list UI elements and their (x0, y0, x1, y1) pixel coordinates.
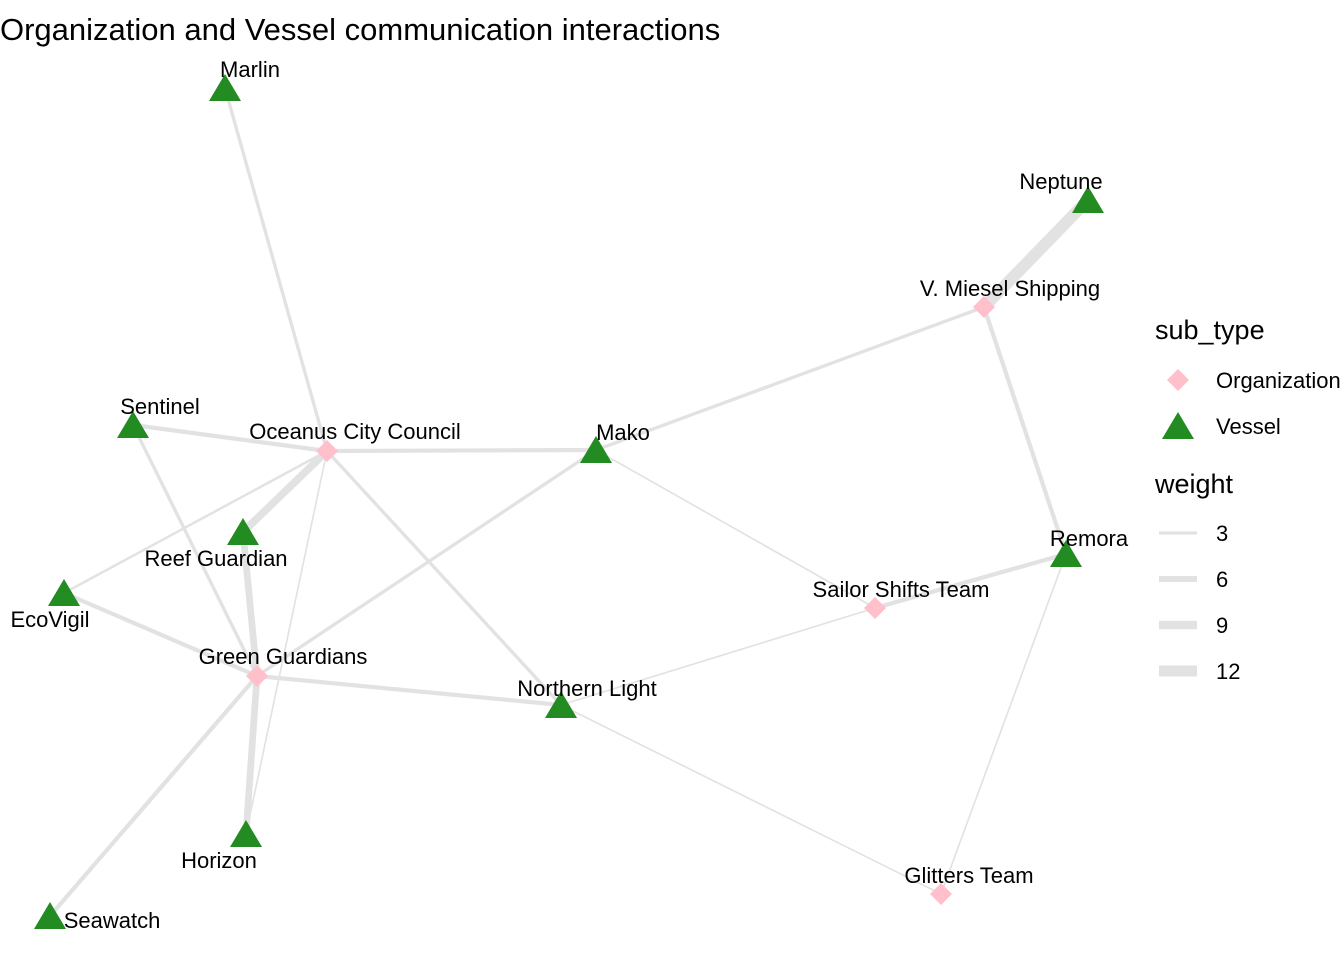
organization-diamond-icon-v_miesel (973, 296, 995, 318)
edge-sentinel-green (131, 424, 259, 677)
legend-triangle-icon (1162, 412, 1194, 439)
edge-green-seawatch (48, 674, 259, 918)
edge-oceanus-northern (325, 449, 563, 707)
legend-weight-items: 3 6 9 12 (1159, 521, 1240, 684)
edge-reef-green (239, 531, 261, 677)
vessel-triangle-icon-neptune (1072, 186, 1104, 213)
node-label-northern-light: Northern Light (517, 676, 656, 701)
node-label-mako: Mako (596, 420, 650, 445)
node-label-neptune: Neptune (1019, 169, 1102, 194)
legend-weight-label-6: 6 (1216, 567, 1228, 592)
node-label-reef-guardian: Reef Guardian (144, 546, 287, 571)
vessel-triangle-icon-reef (227, 518, 259, 545)
edge-oceanus-horizon (245, 450, 328, 835)
legend-weight-label-9: 9 (1216, 613, 1228, 638)
node-label-sailor-shifts-team: Sailor Shifts Team (813, 577, 990, 602)
node-label-seawatch: Seawatch (64, 908, 161, 933)
edge-remora-glitters (940, 553, 1067, 895)
legend-diamond-icon (1167, 369, 1189, 391)
edge-oceanus-mako (326, 447, 597, 454)
node-label-v-miesel-shipping: V. Miesel Shipping (920, 276, 1100, 301)
edge-v_miesel-remora (982, 306, 1068, 555)
plot-title: Organization and Vessel communication in… (0, 12, 720, 47)
edge-sailor-remora (874, 551, 1067, 611)
edge-mako-sailor (595, 449, 876, 609)
organization-diamond-icon-oceanus (316, 440, 338, 462)
legend-weight-label-3: 3 (1216, 521, 1228, 546)
edge-green-horizon (242, 675, 261, 835)
edge-northern-sailor (560, 607, 876, 706)
edge-mako-green (256, 448, 597, 678)
legend-label-organization: Organization (1216, 368, 1341, 393)
node-label-ecovigil: EcoVigil (10, 607, 89, 632)
legend-shape-title: sub_type (1155, 315, 1265, 345)
vessel-triangle-icon-northern (545, 691, 577, 718)
vessel-triangle-icon-mako (580, 436, 612, 463)
legend-label-vessel: Vessel (1216, 414, 1281, 439)
node-label-green-guardians: Green Guardians (199, 644, 368, 669)
edge-oceanus-ecovigil (63, 449, 328, 595)
legend-weight-title: weight (1154, 469, 1234, 499)
edge-neptune-v_miesel (979, 195, 1093, 312)
node-label-sentinel: Sentinel (120, 394, 200, 419)
edge-sentinel-oceanus (132, 422, 328, 454)
vessel-triangle-icon-marlin (209, 74, 241, 101)
edge-ecovigil-green (63, 591, 258, 678)
vessel-triangle-icon-remora (1050, 540, 1082, 567)
node-layer (34, 74, 1104, 929)
vessel-triangle-icon-horizon (230, 820, 262, 847)
vessel-triangle-icon-seawatch (34, 902, 66, 929)
organization-diamond-icon-glitters (930, 883, 952, 905)
legend-weight-label-12: 12 (1216, 659, 1240, 684)
edge-marlin-oceanus (223, 87, 329, 452)
edge-oceanus-reef (240, 448, 330, 535)
vessel-triangle-icon-sentinel (117, 411, 149, 438)
node-label-oceanus-city-council: Oceanus City Council (249, 419, 461, 444)
node-label-glitters-team: Glitters Team (904, 863, 1033, 888)
node-label-horizon: Horizon (181, 848, 257, 873)
organization-diamond-icon-sailor (864, 597, 886, 619)
edge-layer (48, 87, 1093, 918)
edge-green-northern (256, 673, 562, 708)
edge-northern-glitters (560, 704, 942, 895)
edge-v_miesel-mako (595, 305, 985, 452)
node-label-remora: Remora (1050, 526, 1129, 551)
organization-diamond-icon-green (246, 665, 268, 687)
node-label-marlin: Marlin (220, 57, 280, 82)
vessel-triangle-icon-ecovigil (48, 579, 80, 606)
